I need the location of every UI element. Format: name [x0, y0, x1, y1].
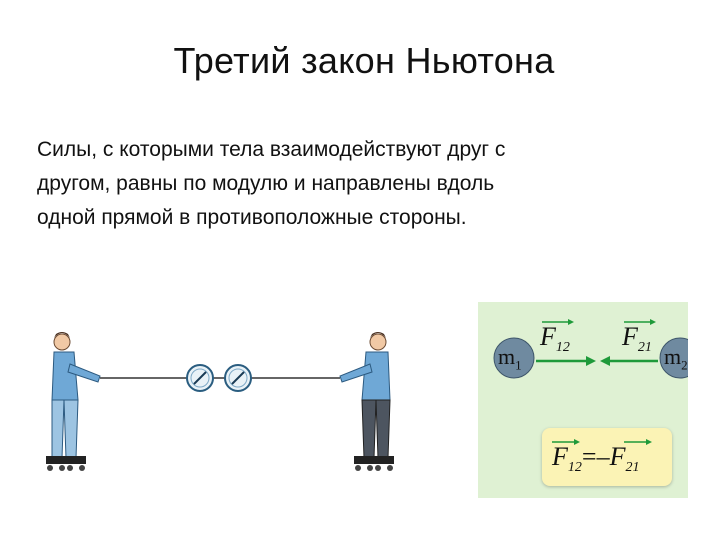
formula-rhs: F: [609, 442, 626, 471]
mass-left-label: m1: [498, 344, 522, 373]
boy-right: [339, 332, 394, 471]
body-text-line-3: одной прямой в противоположные стороны.: [37, 206, 467, 229]
tug-of-war-illustration: [46, 332, 394, 471]
force-arrowhead-right: [600, 356, 610, 366]
formula-text: F12=–F21: [552, 442, 640, 476]
dynamometer-right: [224, 364, 252, 392]
mass-left-circle: [493, 337, 535, 379]
formula-box: F12=–F21: [542, 428, 672, 486]
force-label-f12: F12: [540, 322, 570, 356]
slide-title: Третий закон Ньютона: [173, 40, 555, 81]
formula-equals: =: [581, 442, 597, 471]
slide-body-text: Силы, с которыми тела взаимодействуют др…: [37, 133, 707, 235]
dynamometer-left: [186, 364, 214, 392]
force-label-f21: F21: [622, 322, 652, 356]
mass-right-circle: [659, 337, 688, 379]
force-arrowhead-left: [586, 356, 596, 366]
mass-right-label: m2: [664, 344, 688, 373]
formula-lhs: F: [552, 442, 568, 471]
body-text-line-1: Силы, с которыми тела взаимодействуют др…: [37, 138, 506, 161]
body-text-line-2: другом, равны по модулю и направлены вдо…: [37, 172, 495, 195]
boy-left: [46, 332, 101, 471]
formula-minus: –: [596, 442, 610, 471]
